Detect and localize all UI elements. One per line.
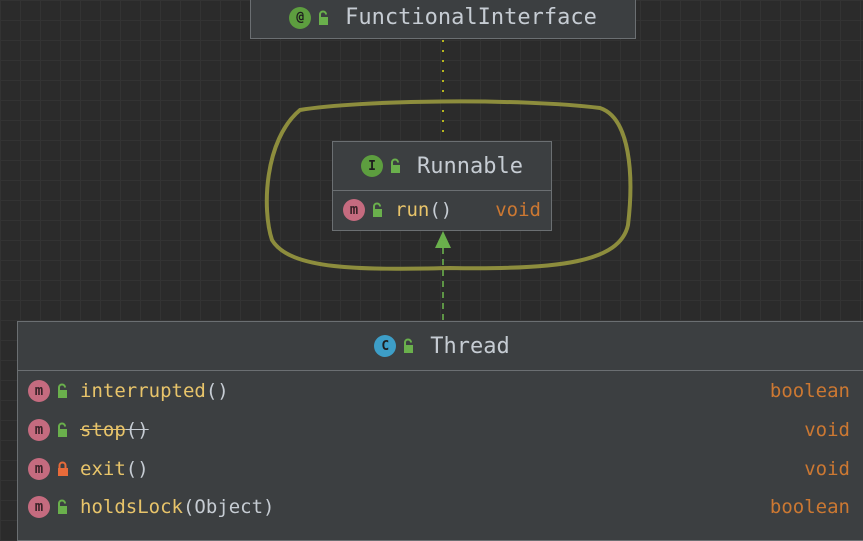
method-row-holdslock[interactable]: m holdsLock(Object) boolean bbox=[28, 488, 856, 526]
method-params: () bbox=[125, 458, 149, 480]
method-row-interrupted[interactable]: m interrupted() boolean bbox=[28, 372, 856, 410]
method-row-run[interactable]: m run() void bbox=[343, 191, 551, 229]
method-row-stop[interactable]: m stop() void bbox=[28, 411, 856, 449]
return-type: boolean bbox=[769, 496, 850, 518]
thread-node[interactable]: C Thread m interrupted() boolean m stop(… bbox=[17, 321, 863, 541]
method-name: interrupted bbox=[80, 380, 206, 402]
node-divider bbox=[18, 370, 863, 371]
node-title: Runnable bbox=[417, 153, 523, 179]
functional-interface-node[interactable]: @ FunctionalInterface bbox=[250, 0, 636, 39]
return-type: void bbox=[804, 419, 850, 441]
private-lock-icon bbox=[58, 461, 68, 476]
public-lock-icon bbox=[58, 499, 67, 514]
highlight-circle bbox=[264, 99, 633, 271]
method-params: () bbox=[125, 419, 149, 441]
class-icon: C bbox=[374, 335, 397, 357]
runnable-node[interactable]: I Runnable m run() void bbox=[332, 141, 552, 231]
method-icon: m bbox=[28, 458, 50, 480]
implements-arrowhead bbox=[435, 231, 451, 248]
node-divider bbox=[333, 190, 551, 191]
return-type: void bbox=[804, 458, 850, 480]
public-lock-icon bbox=[58, 422, 67, 437]
return-type: boolean bbox=[769, 380, 850, 402]
method-icon: m bbox=[28, 380, 50, 402]
public-lock-icon bbox=[58, 383, 67, 398]
public-lock-icon bbox=[319, 10, 329, 25]
public-lock-icon bbox=[391, 158, 401, 173]
method-name-deprecated: stop bbox=[80, 419, 126, 441]
method-icon: m bbox=[28, 496, 50, 518]
annotation-icon: @ bbox=[289, 6, 312, 29]
method-icon: m bbox=[28, 419, 50, 441]
public-lock-icon bbox=[404, 338, 414, 353]
method-icon: m bbox=[343, 199, 365, 221]
method-params: () bbox=[429, 199, 453, 221]
method-name: exit bbox=[80, 458, 126, 480]
method-name: run bbox=[395, 199, 430, 221]
public-lock-icon bbox=[373, 202, 382, 217]
method-params: (Object) bbox=[182, 496, 275, 518]
method-params: () bbox=[205, 380, 229, 402]
method-row-exit[interactable]: m exit() void bbox=[28, 450, 856, 488]
method-name: holdsLock bbox=[80, 496, 183, 518]
return-type: void bbox=[495, 199, 541, 221]
node-title: Thread bbox=[430, 333, 510, 359]
interface-icon: I bbox=[361, 155, 384, 177]
node-title: FunctionalInterface bbox=[345, 5, 597, 30]
